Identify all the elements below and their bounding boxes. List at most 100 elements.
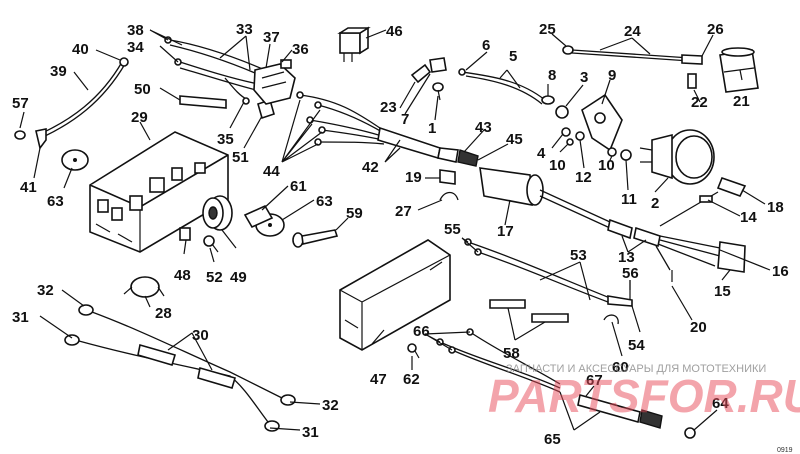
screw-52 [203,235,219,253]
callout-6: 6 [482,37,490,54]
clip-60 [603,314,619,325]
callout-35: 35 [217,131,234,148]
clip-27 [439,191,459,201]
callout-24: 24 [624,23,641,40]
harness-44 [296,91,479,167]
clamp-28 [123,276,165,298]
terminal-7 [429,57,447,73]
callout-15: 15 [714,283,731,300]
callout-55: 55 [444,221,461,238]
callout-52: 52 [206,269,223,286]
washer-10-a [566,138,574,146]
screw-62 [407,343,420,359]
harness-33-34-38 [164,36,296,105]
wire-39 [41,61,123,134]
nut-11 [620,149,632,161]
callout-1: 1 [428,120,436,137]
callout-9: 9 [608,67,616,84]
clip-23 [410,63,432,84]
harness-13-16 [607,176,747,282]
callout-10-b: 10 [598,157,615,174]
callout-50: 50 [134,81,151,98]
callout-41: 41 [20,179,37,196]
callout-63-left: 63 [47,193,64,210]
callout-49: 49 [230,269,247,286]
callout-26: 26 [707,21,724,38]
callout-31-left: 31 [12,309,29,326]
plug-21 [719,47,759,93]
control-box-29 [89,131,229,253]
callout-64: 64 [712,395,729,412]
module-47 [339,239,451,351]
pin-22 [687,73,697,89]
callout-32-left: 32 [37,282,54,299]
callout-33: 33 [236,21,253,38]
callout-47: 47 [370,371,387,388]
callout-43: 43 [475,119,492,136]
washer-63-left-hole [73,158,77,162]
callout-51: 51 [232,149,249,166]
leader-lines [19,29,771,431]
callout-57: 57 [12,95,29,112]
callout-14: 14 [740,209,757,226]
relay-46 [337,26,371,62]
cable-24 [562,45,703,65]
callout-61: 61 [290,178,307,195]
callout-13: 13 [618,249,635,266]
bracket-9 [581,93,623,152]
rod-50 [179,95,227,109]
callout-22: 22 [691,94,708,111]
bolt-59 [292,229,339,248]
callout-65: 65 [544,431,561,448]
lead-53-55 [464,238,633,307]
callout-29: 29 [131,109,148,126]
callout-37: 37 [263,29,280,46]
callout-20: 20 [690,319,707,336]
callout-labels: 1 2 3 4 5 6 7 8 9 10 10 11 12 13 14 15 1… [12,21,789,448]
terminal-40 [119,57,129,67]
callout-40: 40 [72,41,89,58]
callout-23: 23 [380,99,397,116]
callout-7: 7 [401,111,409,128]
callout-46: 46 [386,23,403,40]
callout-12: 12 [575,169,592,186]
terminal-41 [35,128,47,150]
callout-67: 67 [586,372,603,389]
grommet-19 [439,169,456,185]
callout-44: 44 [263,163,280,180]
callout-36: 36 [292,41,309,58]
callout-59: 59 [346,205,363,222]
washer-63-right-hole [268,223,272,227]
main-plug-17 [479,167,611,229]
callout-32-right: 32 [322,397,339,414]
callout-38: 38 [127,22,144,39]
callout-48: 48 [174,267,191,284]
callout-31-right: 31 [302,424,319,441]
corner-code: 0919 [777,447,793,454]
watermark-tagline: ЗАПЧАСТИ И АКСЕССУАРЫ ДЛЯ МОТОТЕХНИКИ [506,363,766,375]
sleeve-58-a [489,299,526,309]
callout-5: 5 [509,48,517,65]
screw-1 [432,82,444,101]
gauge-2 [639,129,715,185]
callout-2: 2 [651,195,659,212]
nut-3 [555,105,569,119]
sleeve-58-b [531,313,569,323]
grommet-49 [202,195,233,231]
wire-5 [458,68,555,105]
harness-30 [64,304,296,432]
nut-57 [14,130,26,140]
callout-27: 27 [395,203,412,220]
callout-34: 34 [127,39,144,56]
callout-11: 11 [621,191,637,208]
callout-4: 4 [537,145,546,162]
callout-45: 45 [506,131,523,148]
callout-39: 39 [50,63,67,80]
callout-16: 16 [772,263,789,280]
callout-58: 58 [503,345,520,362]
watermark-brand: PARTSFOR.RU [488,370,800,422]
washer-4 [561,127,571,137]
callout-53: 53 [570,247,587,264]
callout-8: 8 [548,67,556,84]
callout-63-right: 63 [316,193,333,210]
